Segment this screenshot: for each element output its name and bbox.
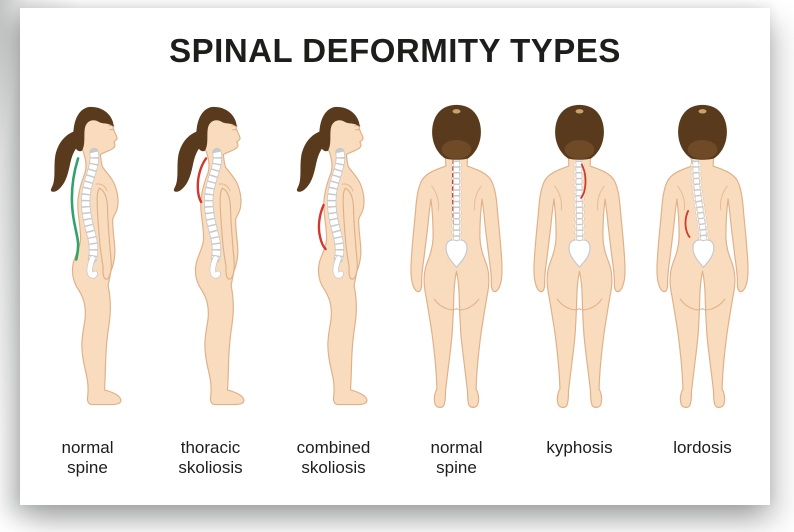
thoracic-skoliosis-art bbox=[149, 95, 272, 422]
thoracic-skoliosis-label: thoracic skoliosis bbox=[178, 438, 243, 477]
arm bbox=[96, 187, 112, 280]
figures-row: normal spine thoracic skoliosis combined… bbox=[20, 95, 770, 477]
figure-kyphosis: kyphosis bbox=[518, 95, 641, 477]
spine-vertebrae bbox=[576, 150, 583, 241]
ponytail bbox=[173, 130, 205, 192]
hair bbox=[73, 106, 114, 152]
combined-skoliosis-illustration bbox=[296, 106, 368, 406]
ponytail bbox=[50, 130, 82, 192]
hair bbox=[196, 106, 237, 152]
combined-skoliosis-label: combined skoliosis bbox=[296, 438, 371, 477]
figure-thoracic-skoliosis: thoracic skoliosis bbox=[149, 95, 272, 477]
normal-spine-back-art bbox=[395, 95, 518, 422]
sacrum bbox=[445, 239, 468, 269]
figure-lordosis: lordosis bbox=[641, 95, 764, 477]
lordosis-art bbox=[641, 95, 764, 422]
hair-bun-highlight bbox=[575, 109, 584, 114]
poster-title: SPINAL DEFORMITY TYPES bbox=[169, 32, 621, 69]
buttock-crease-line bbox=[556, 298, 603, 311]
buttock-crease-line bbox=[679, 298, 726, 311]
shoulder-blade-right-line bbox=[720, 185, 728, 211]
lordosis-label: lordosis bbox=[673, 438, 732, 457]
figure-normal-spine-back: normal spine bbox=[395, 95, 518, 477]
spine-vertebrae bbox=[693, 150, 707, 241]
combined-skoliosis-art bbox=[272, 95, 395, 422]
normal-spine-back-label: normal spine bbox=[430, 438, 483, 477]
sacrum bbox=[692, 239, 715, 269]
shoulder-blade-left-line bbox=[554, 185, 562, 211]
shoulder-blade-left-line bbox=[677, 185, 685, 211]
spine-vertebrae bbox=[81, 151, 99, 260]
normal-spine-side-art bbox=[26, 95, 149, 422]
shoulder-line bbox=[95, 183, 108, 192]
hair-bun-highlight bbox=[452, 109, 461, 114]
normal-spine-side-label: normal spine bbox=[61, 438, 114, 477]
sacrum bbox=[87, 256, 98, 278]
thoracic-skoliosis-indicator-line bbox=[196, 157, 208, 204]
kyphosis-indicator-line bbox=[580, 163, 587, 199]
hair-shading bbox=[564, 140, 595, 159]
kyphosis-label: kyphosis bbox=[546, 438, 613, 457]
normal-spine-back-illustration bbox=[410, 104, 503, 408]
shoulder-line bbox=[218, 183, 231, 192]
spine-vertebrae bbox=[204, 151, 222, 260]
ponytail bbox=[296, 130, 328, 192]
figure-normal-spine-side: normal spine bbox=[26, 95, 149, 477]
normal-spine-side-illustration bbox=[50, 106, 122, 406]
lordosis-indicator-line bbox=[684, 210, 691, 238]
kyphosis-art bbox=[518, 95, 641, 422]
shoulder-blade-left-line bbox=[431, 185, 439, 211]
combined-skoliosis-indicator-line bbox=[317, 203, 327, 251]
shoulder-blade-right-line bbox=[474, 185, 482, 211]
shoulder-blade-right-line bbox=[597, 185, 605, 211]
poster-card: SPINAL DEFORMITY TYPES normal spine thor… bbox=[20, 8, 770, 505]
buttock-crease-line bbox=[433, 298, 480, 311]
sacrum bbox=[333, 256, 344, 278]
sacrum bbox=[568, 239, 591, 269]
lordosis-illustration bbox=[656, 104, 749, 408]
thoracic-skoliosis-illustration bbox=[173, 106, 245, 406]
arm bbox=[342, 187, 358, 280]
figure-combined-skoliosis: combined skoliosis bbox=[272, 95, 395, 477]
hair-shading bbox=[441, 140, 472, 159]
spine-vertebrae bbox=[327, 151, 345, 260]
hair bbox=[319, 106, 360, 152]
arm bbox=[219, 187, 235, 280]
normal-spine-side-indicator-line bbox=[70, 157, 80, 261]
shoulder-line bbox=[341, 183, 354, 192]
hair-bun-highlight bbox=[698, 109, 707, 114]
kyphosis-illustration bbox=[533, 104, 626, 408]
sacrum bbox=[210, 256, 221, 278]
hair-shading bbox=[687, 140, 718, 159]
